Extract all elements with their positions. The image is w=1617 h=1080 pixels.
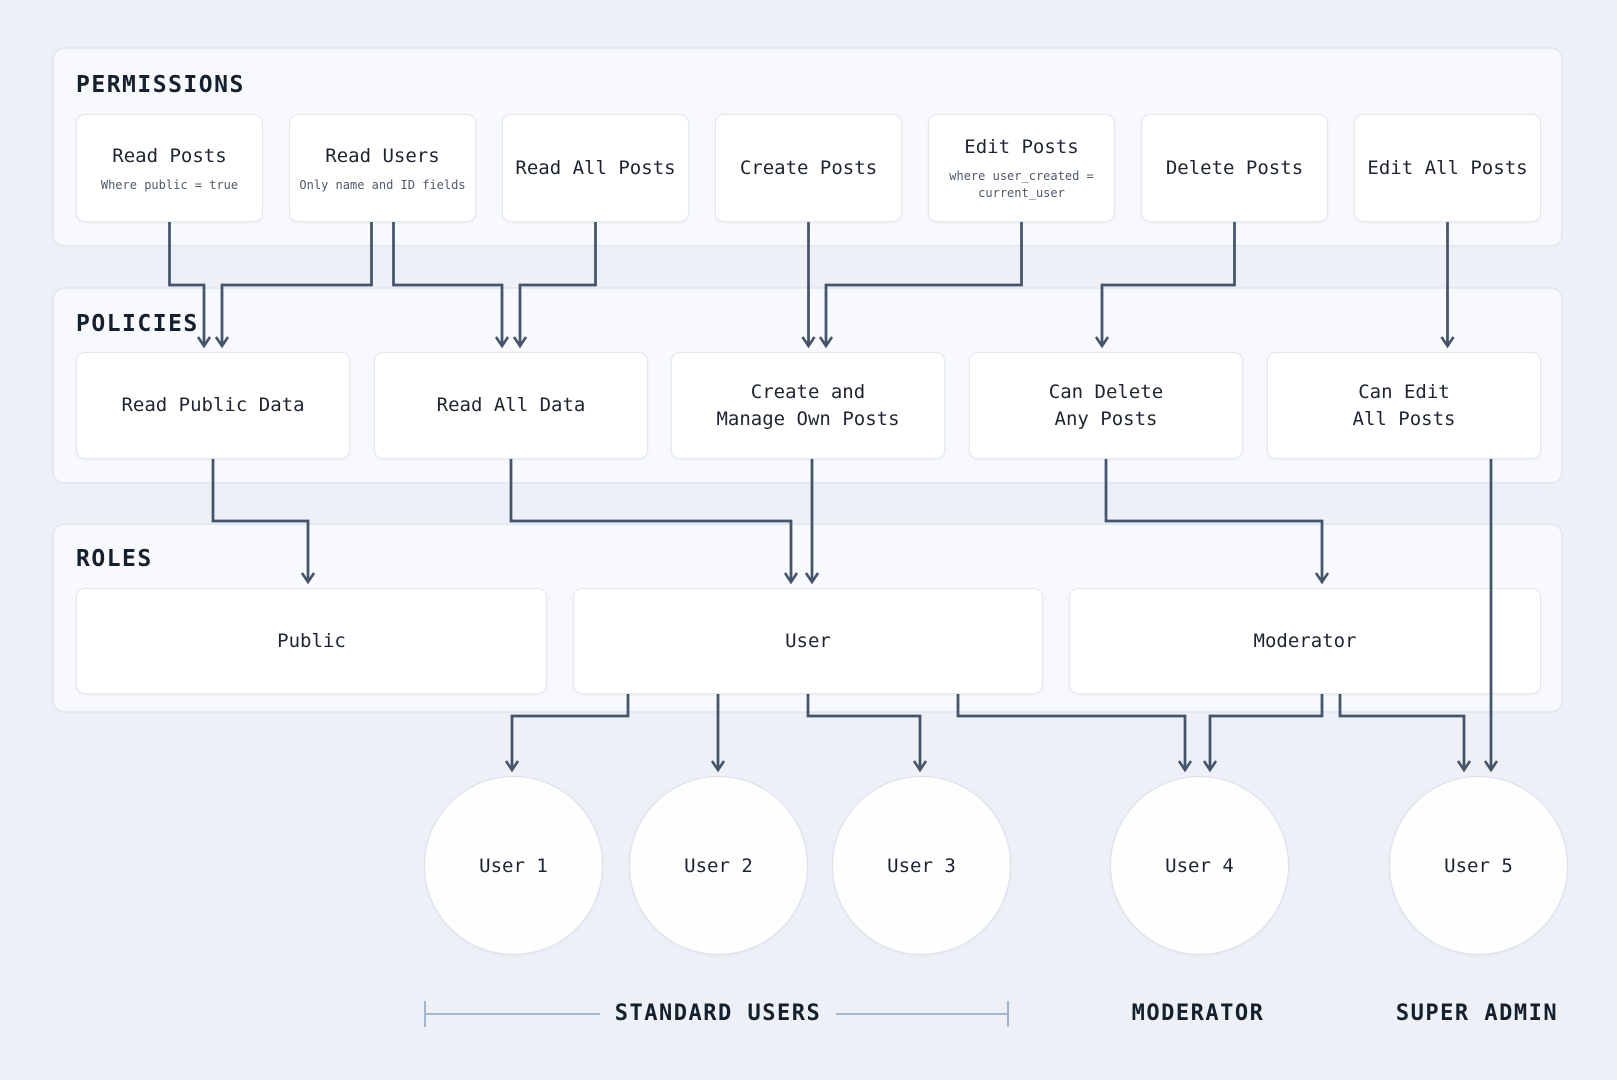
permission-box-create-posts: Create Posts — [715, 114, 902, 222]
permission-label: Create Posts — [739, 156, 878, 179]
user-circle-4: User 4 — [1110, 776, 1289, 955]
user-label: User 4 — [1165, 854, 1234, 877]
user-circle-5: User 5 — [1389, 776, 1568, 955]
role-box-user: User — [573, 588, 1043, 694]
policy-label-line2: All Posts — [1352, 407, 1456, 430]
permission-box-read-users: Read Users Only name and ID fields — [289, 114, 476, 222]
policy-label: Read All Data — [436, 394, 586, 416]
roles-title: ROLES — [76, 546, 153, 572]
permission-sublabel: Only name and ID fields — [299, 177, 466, 192]
policy-label-line1: Create and — [750, 380, 866, 403]
user-label: User 1 — [479, 854, 548, 877]
permission-box-edit-all-posts: Edit All Posts — [1354, 114, 1541, 222]
policy-label-line1: Can Delete — [1048, 380, 1164, 403]
permission-box-edit-posts: Edit Posts where user_created = current_… — [928, 114, 1115, 222]
role-box-moderator: Moderator — [1069, 588, 1541, 694]
policies-title: POLICIES — [76, 311, 199, 337]
policy-box-can-edit-all-posts: Can Edit All Posts — [1267, 352, 1541, 459]
group-label-standard-users: STANDARD USERS — [614, 1001, 822, 1026]
policy-box-read-all-data: Read All Data — [374, 352, 648, 459]
user-label: User 5 — [1444, 854, 1513, 877]
permission-sublabel: Where public = true — [100, 177, 239, 192]
permissions-title: PERMISSIONS — [76, 72, 245, 98]
user-circle-1: User 1 — [424, 776, 603, 955]
policy-label-line1: Can Edit — [1358, 380, 1450, 403]
permission-label: Read Users — [325, 144, 440, 167]
policy-label: Read Public Data — [121, 394, 305, 416]
permission-label: Edit Posts — [964, 136, 1079, 158]
permission-box-read-all-posts: Read All Posts — [502, 114, 689, 222]
user-label: User 2 — [684, 854, 753, 877]
role-box-public: Public — [76, 588, 547, 694]
group-label-moderator: MODERATOR — [1131, 1001, 1265, 1026]
user-circle-3: User 3 — [832, 776, 1011, 955]
permission-label: Read Posts — [112, 144, 227, 167]
permission-label: Delete Posts — [1165, 156, 1304, 179]
user-label: User 3 — [887, 854, 956, 877]
role-label: User — [785, 629, 831, 652]
permission-label: Read All Posts — [515, 156, 676, 179]
role-label: Public — [277, 629, 346, 652]
permission-box-delete-posts: Delete Posts — [1141, 114, 1328, 222]
role-label: Moderator — [1253, 629, 1357, 652]
permission-box-read-posts: Read Posts Where public = true — [76, 114, 263, 222]
policy-label-line2: Any Posts — [1054, 407, 1158, 430]
policy-box-can-delete-any-posts: Can Delete Any Posts — [969, 352, 1243, 459]
permission-sublabel: where user_created = current_user — [949, 169, 1094, 200]
policy-box-create-manage-own-posts: Create and Manage Own Posts — [671, 352, 945, 459]
group-label-super-admin: SUPER ADMIN — [1395, 1001, 1559, 1026]
policy-label-line2: Manage Own Posts — [716, 407, 900, 430]
user-circle-2: User 2 — [629, 776, 808, 955]
policy-box-read-public-data: Read Public Data — [76, 352, 350, 459]
permission-label: Edit All Posts — [1367, 156, 1528, 179]
